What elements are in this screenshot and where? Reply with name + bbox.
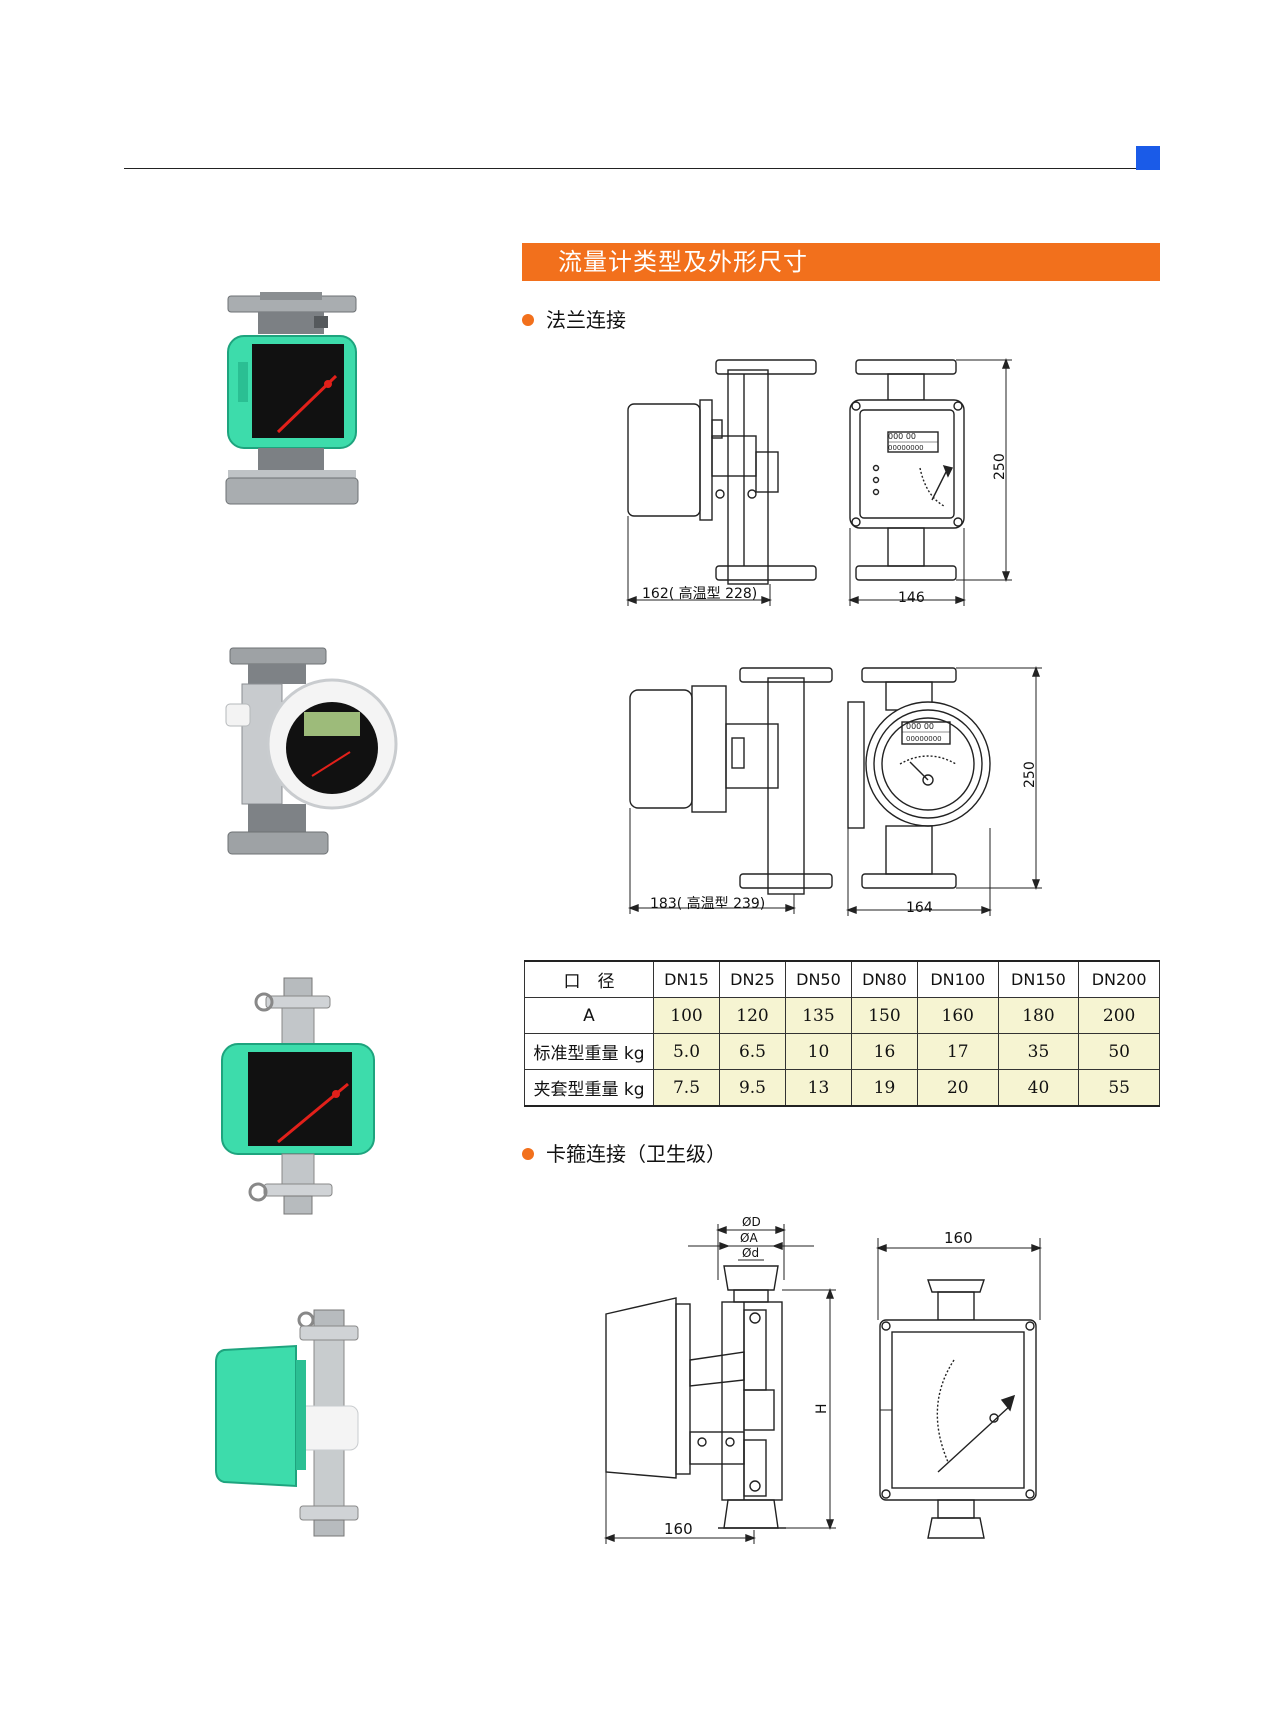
table-row: 夹套型重量 kg 7.5 9.5 13 19 20 40 55	[524, 1069, 1160, 1107]
spec-table: 口 径 DN15 DN25 DN50 DN80 DN100 DN150 DN20…	[524, 960, 1160, 1107]
depth-dimension: 164	[906, 900, 933, 916]
table-cell: 5.0	[653, 1033, 720, 1070]
height-dimension: 250	[992, 453, 1008, 480]
clamp-heading: 卡箍连接（卫生级）	[522, 1142, 726, 1166]
front-width-dimension: 160	[944, 1229, 973, 1247]
flange-drawing-1: 000 00 00000000 162( 高温型 228) 146 250	[626, 358, 1012, 606]
table-cell: 160	[916, 997, 999, 1034]
table-cell: 40	[997, 1069, 1080, 1107]
clamp-heading-text: 卡箍连接（卫生级）	[546, 1142, 726, 1166]
clamp-meter-photo-1	[221, 977, 375, 1215]
column-header: DN25	[718, 960, 786, 998]
table-cell: 17	[916, 1033, 999, 1070]
flange-heading: 法兰连接	[522, 308, 626, 332]
width-dimension: 160	[664, 1520, 693, 1538]
table-cell: 200	[1078, 997, 1160, 1034]
table-cell: 10	[784, 1033, 852, 1070]
column-header: DN100	[916, 960, 999, 998]
table-row: A 100 120 135 150 160 180 200	[524, 997, 1160, 1034]
row-label: 标准型重量 kg	[524, 1033, 654, 1070]
diameter-d-label: ØD	[742, 1215, 761, 1229]
table-header-row: 口 径 DN15 DN25 DN50 DN80 DN100 DN150 DN20…	[524, 960, 1160, 998]
height-dimension: H	[814, 1403, 830, 1414]
table-cell: 9.5	[718, 1069, 786, 1107]
row-label: 夹套型重量 kg	[524, 1069, 654, 1107]
bullet-icon	[522, 1148, 534, 1160]
table-header-label: 口 径	[524, 960, 654, 998]
table-cell: 7.5	[653, 1069, 720, 1107]
diameter-small-d-label: Ød	[742, 1246, 759, 1260]
bullet-icon	[522, 314, 534, 326]
flange-meter-photo-1	[225, 292, 359, 505]
height-dimension: 250	[1022, 761, 1038, 788]
table-cell: 150	[850, 997, 918, 1034]
flange-heading-text: 法兰连接	[546, 308, 626, 332]
column-header: DN80	[850, 960, 918, 998]
depth-dimension: 146	[898, 590, 925, 606]
table-cell: 180	[997, 997, 1080, 1034]
counter-text: 00000000	[888, 444, 924, 452]
table-cell: 6.5	[718, 1033, 786, 1070]
display-text: 000 00	[888, 432, 916, 441]
table-cell: 35	[997, 1033, 1080, 1070]
clamp-drawing: ØD ØA Ød H 160 160	[604, 1215, 1042, 1544]
table-cell: 55	[1078, 1069, 1160, 1107]
table-cell: 13	[784, 1069, 852, 1107]
column-header: DN200	[1078, 960, 1160, 998]
clamp-meter-photo-2	[215, 1309, 359, 1537]
table-cell: 20	[916, 1069, 999, 1107]
flange-meter-photo-2	[225, 647, 398, 855]
diameter-a-label: ØA	[740, 1231, 758, 1245]
counter-text: 00000000	[906, 735, 942, 743]
display-text: 000 00	[906, 722, 934, 731]
table-cell: 135	[784, 997, 852, 1034]
table-cell: 100	[653, 997, 720, 1034]
header-rule	[124, 168, 1160, 169]
table-row: 标准型重量 kg 5.0 6.5 10 16 17 35 50	[524, 1033, 1160, 1070]
column-header: DN50	[784, 960, 852, 998]
corner-accent-square	[1136, 146, 1160, 170]
column-header: DN150	[997, 960, 1080, 998]
table-cell: 19	[850, 1069, 918, 1107]
row-label: A	[524, 997, 654, 1034]
flange-drawing-2: 000 00 00000000 183( 高温型 239) 164 250	[628, 666, 1042, 916]
column-header: DN15	[653, 960, 720, 998]
table-cell: 50	[1078, 1033, 1160, 1070]
section-title: 流量计类型及外形尺寸	[558, 248, 808, 276]
section-title-bar: 流量计类型及外形尺寸	[522, 243, 1160, 281]
width-dimension: 183( 高温型 239)	[650, 895, 765, 912]
width-dimension: 162( 高温型 228)	[642, 585, 757, 602]
table-cell: 120	[718, 997, 786, 1034]
table-cell: 16	[850, 1033, 918, 1070]
